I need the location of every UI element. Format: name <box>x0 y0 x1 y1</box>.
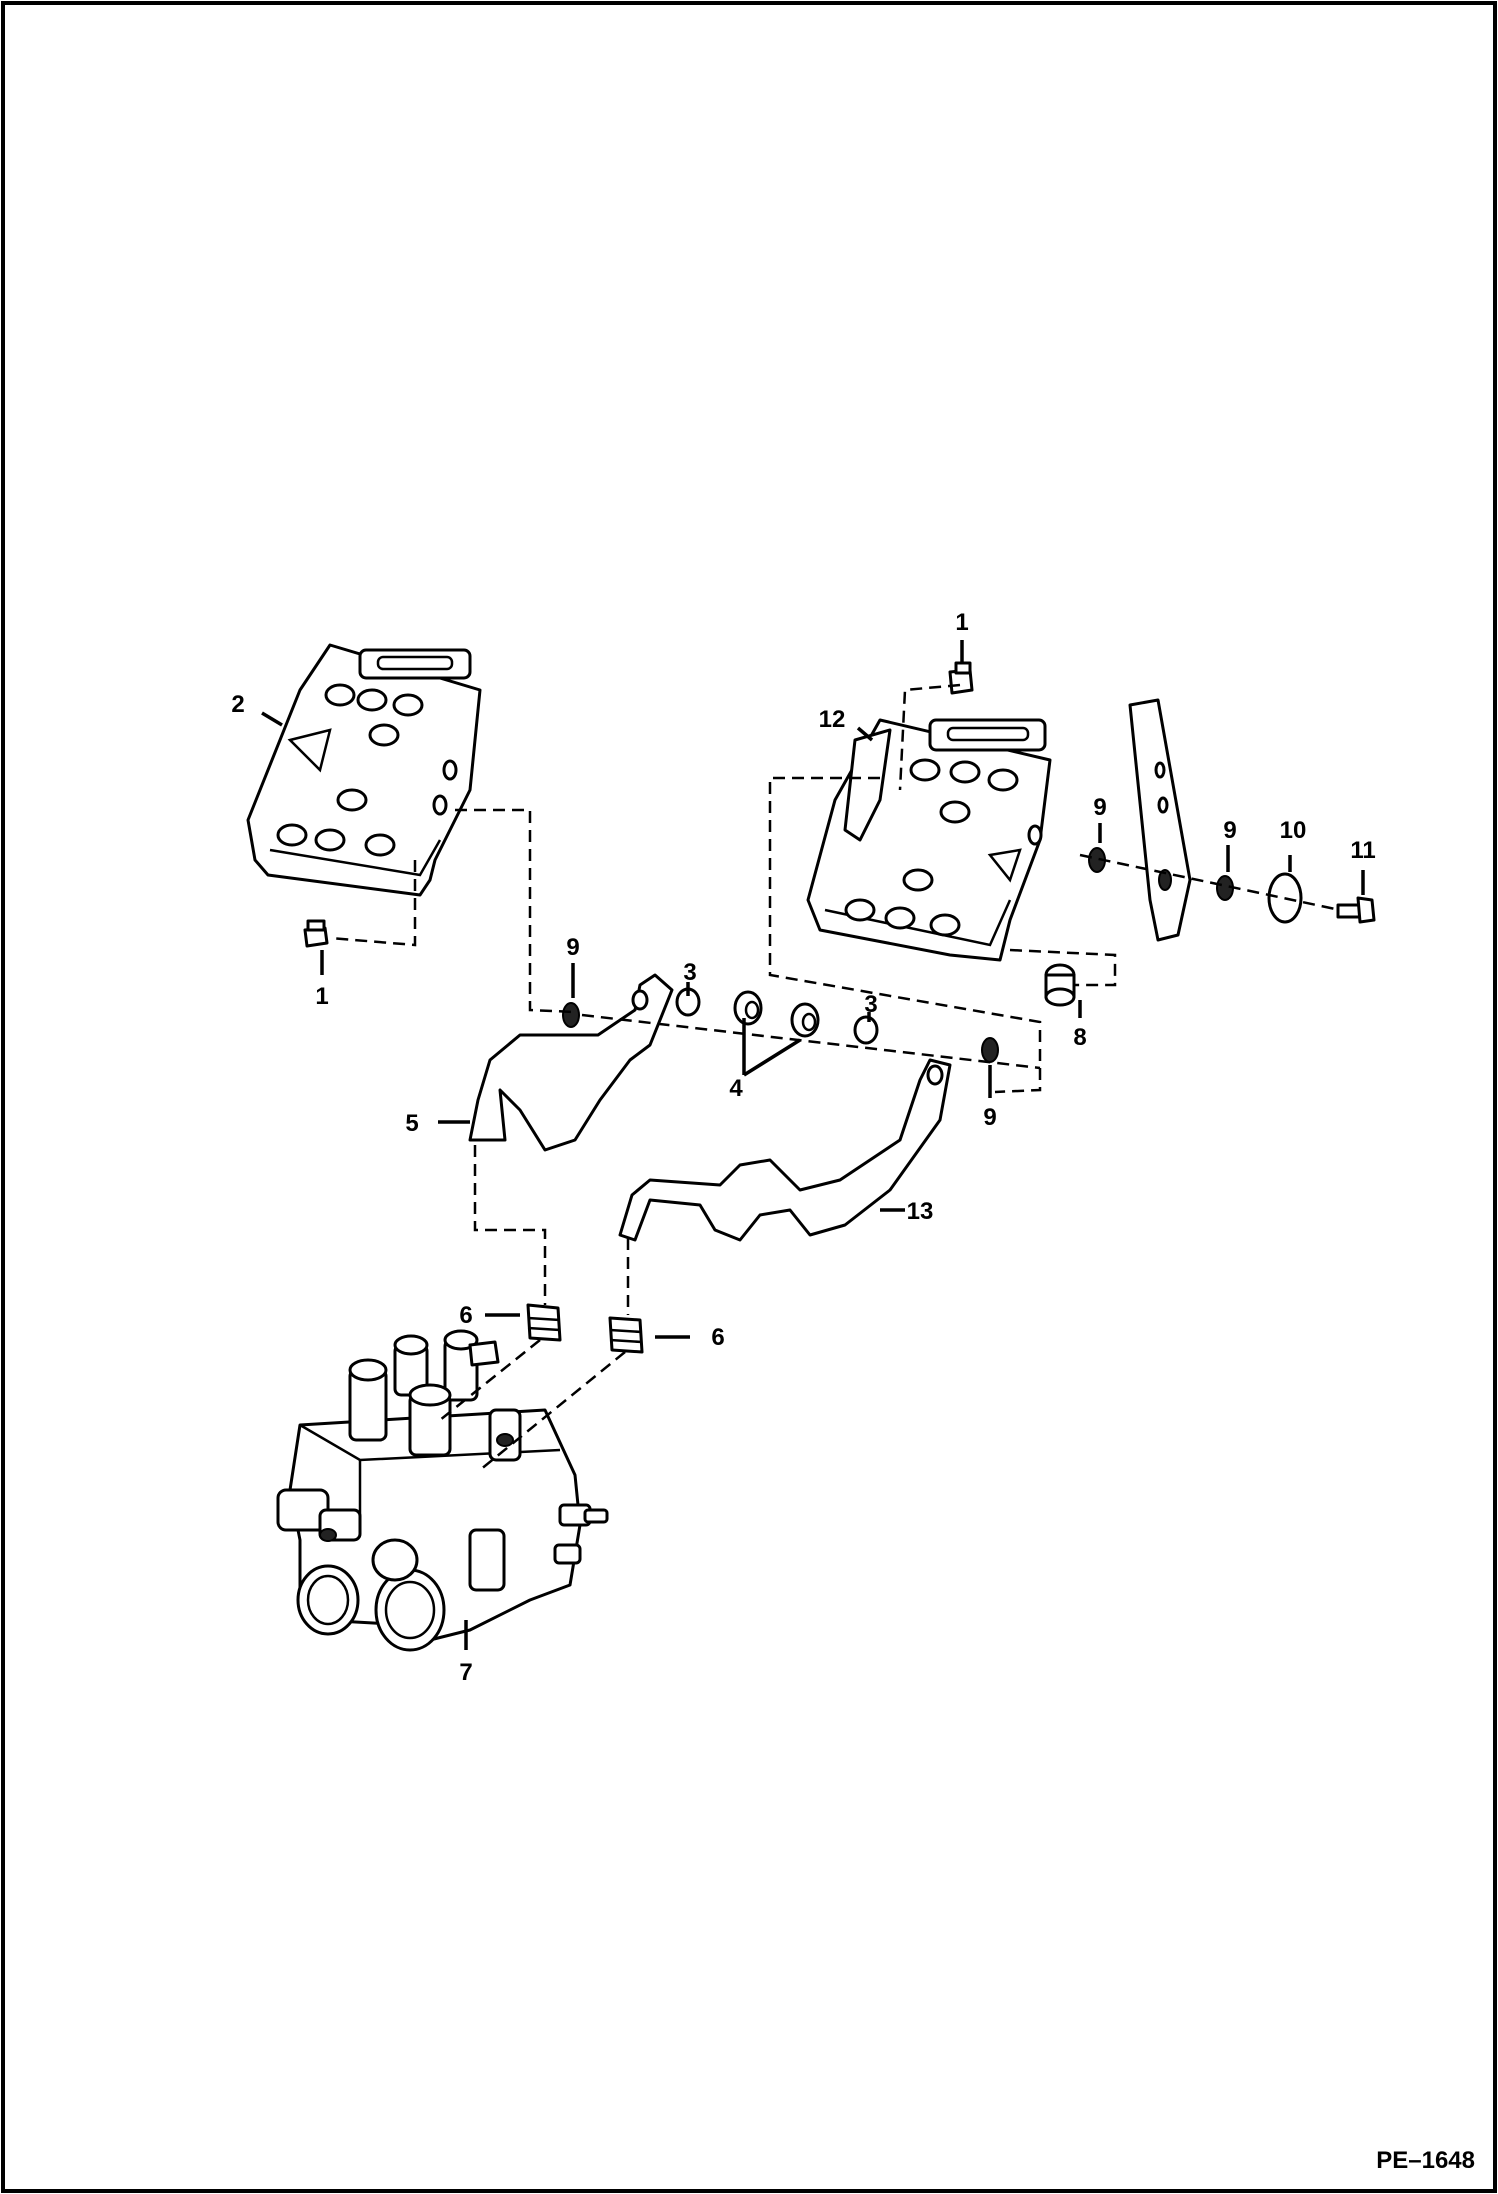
bushing-3-b <box>853 1015 879 1045</box>
bolt-11 <box>1336 896 1376 924</box>
callout-10: 10 <box>1280 817 1307 844</box>
callout-labels: 1 12 2 1 9 3 3 4 5 9 8 9 9 10 11 13 6 6 … <box>231 609 1375 1686</box>
callout-9-c: 9 <box>1093 794 1106 821</box>
callout-9-d: 9 <box>1223 817 1236 844</box>
clip-6-right <box>608 1316 644 1354</box>
callout-13: 13 <box>907 1198 934 1225</box>
callout-4: 4 <box>729 1075 743 1102</box>
linkage-13 <box>618 1058 952 1242</box>
callout-7: 7 <box>459 1659 472 1686</box>
callout-3-b: 3 <box>864 991 877 1018</box>
washer-9-a <box>562 1002 580 1028</box>
washer-9-b <box>981 1037 999 1063</box>
callout-11: 11 <box>1350 837 1375 864</box>
assembly-guides <box>329 683 1341 1471</box>
bolt-top <box>948 661 974 695</box>
control-valve <box>276 1329 609 1652</box>
callout-9-a: 9 <box>566 934 579 961</box>
spacer-4-a <box>733 990 763 1026</box>
clip-6-left <box>526 1303 562 1342</box>
callout-1-top: 1 <box>955 609 968 636</box>
bushing-8 <box>1044 963 1076 1007</box>
pedal-bracket <box>1128 698 1192 942</box>
callout-12: 12 <box>819 706 846 733</box>
callout-6-left: 6 <box>459 1302 472 1329</box>
linkage-5 <box>468 973 674 1152</box>
callout-2: 2 <box>231 691 244 718</box>
callout-8: 8 <box>1073 1024 1086 1051</box>
left-pedal <box>246 643 482 897</box>
callout-1-left: 1 <box>315 983 328 1010</box>
bolt-left <box>303 919 329 948</box>
leader-lines <box>261 640 1365 1650</box>
spacer-4-b <box>790 1002 820 1038</box>
callout-6-right: 6 <box>711 1324 724 1351</box>
callout-3-a: 3 <box>683 959 696 986</box>
right-pedal <box>806 718 1052 962</box>
callout-9-b: 9 <box>983 1104 996 1131</box>
callout-5: 5 <box>405 1110 418 1137</box>
figure-code: PE–1648 <box>1376 2147 1475 2174</box>
